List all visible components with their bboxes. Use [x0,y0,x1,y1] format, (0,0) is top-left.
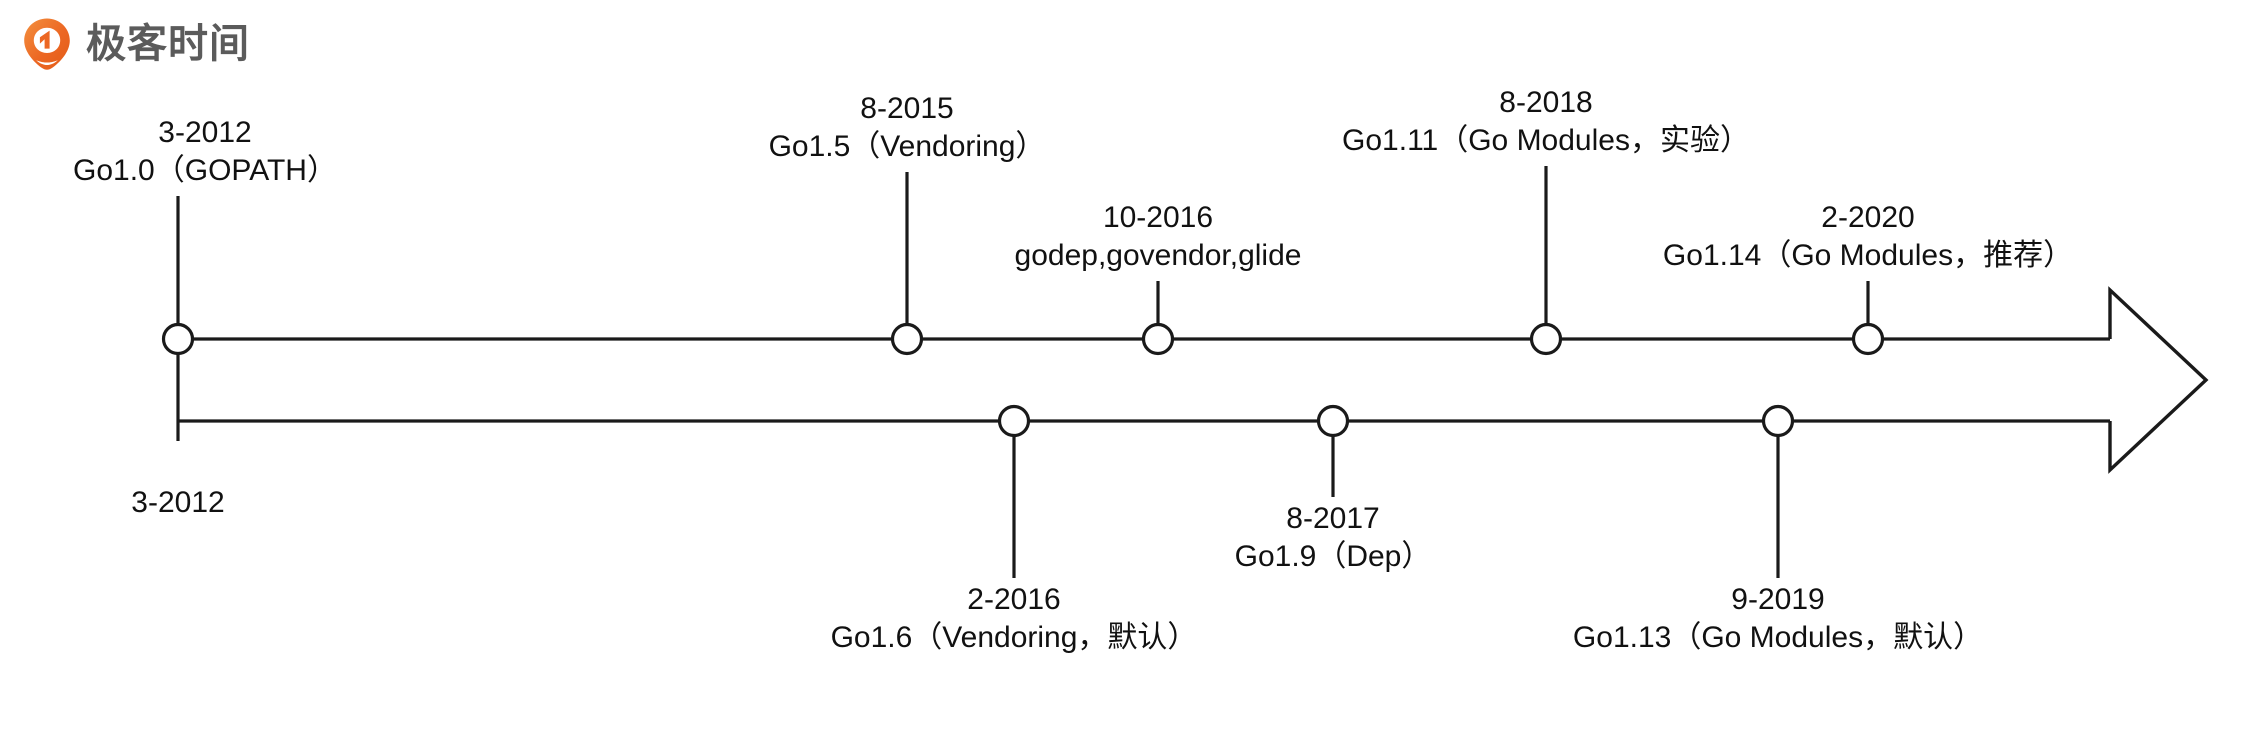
lower-axis-stems [1012,436,1780,578]
lower-event-date: 8-2017 [1286,502,1379,535]
brand-name: 极客时间 [86,21,250,67]
upper-node-marker[interactable] [890,322,924,356]
lower-node-marker[interactable] [997,404,1031,438]
upper-node-marker[interactable] [1141,322,1175,356]
lower-event-date: 2-2016 [967,583,1060,616]
brand-logo: 极客时间 [22,16,250,72]
upper-event-date: 3-2012 [158,116,251,149]
upper-event-date: 2-2020 [1821,201,1914,234]
lower-event-date: 9-2019 [1731,583,1824,616]
upper-event-desc: Go1.5（Vendoring） [769,130,1046,163]
upper-event-desc: Go1.14（Go Modules，推荐） [1663,239,2073,272]
upper-event-date: 8-2018 [1499,86,1592,119]
upper-event-desc: godep,govendor,glide [1015,239,1302,272]
geekbang-pin-logo-icon [24,18,70,70]
upper-event-desc: Go1.0（GOPATH） [73,154,337,187]
lower-event-desc: Go1.6（Vendoring，默认） [831,621,1198,654]
upper-event-desc: Go1.11（Go Modules，实验） [1342,124,1750,157]
origin-date-label: 3-2012 [131,486,224,519]
arrow-head-icon [2108,286,2209,474]
lower-event-desc: Go1.13（Go Modules，默认） [1573,621,1983,654]
lower-event-desc: Go1.9（Dep） [1235,540,1432,573]
lower-node-marker[interactable] [1761,404,1795,438]
upper-event-date: 10-2016 [1103,201,1213,234]
upper-node-marker[interactable] [161,322,195,356]
lower-axis-nodes [997,404,1795,438]
upper-axis-nodes [161,322,1885,356]
upper-event-date: 8-2015 [860,92,953,125]
upper-axis-stems [905,166,1870,324]
upper-node-marker[interactable] [1851,322,1885,356]
lower-node-marker[interactable] [1316,404,1350,438]
upper-node-marker[interactable] [1529,322,1563,356]
